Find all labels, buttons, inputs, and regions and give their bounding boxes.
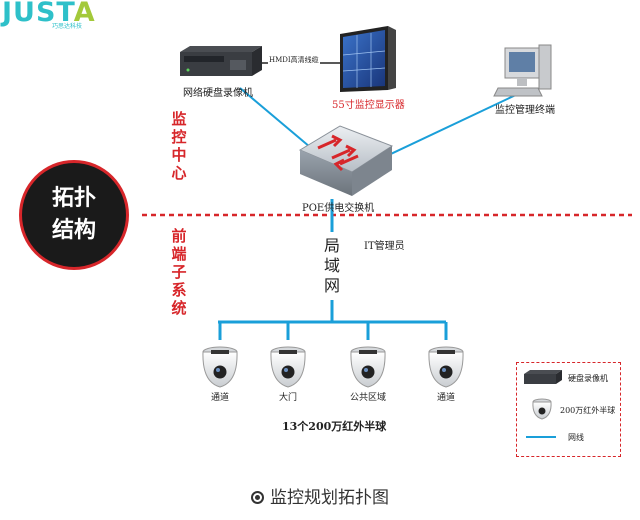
poe-switch-icon xyxy=(298,125,394,196)
section-label-control-center: 监控中心 xyxy=(171,110,187,182)
caption-text: 监控规划拓扑图 xyxy=(270,488,389,508)
legend-box xyxy=(516,362,621,457)
topology-badge: 拓扑 结构 xyxy=(22,163,126,267)
terminal-label: 监控管理终端 xyxy=(495,105,555,116)
hdmi-label: HMDI高清线缆 xyxy=(268,55,320,65)
legend-label-cable: 网线 xyxy=(568,433,584,442)
nvr-icon xyxy=(180,46,262,76)
switch-label: POE供电交换机 xyxy=(302,203,375,214)
camera-icon-3 xyxy=(350,346,386,388)
logo-accent-letter: A xyxy=(73,0,96,28)
cable-lines xyxy=(239,87,521,161)
cable-terminal-switch xyxy=(377,92,521,161)
legend-nvr-icon xyxy=(524,370,562,384)
camera-summary: 13个200万红外半球 xyxy=(282,420,387,433)
legend-label-nvr: 硬盘录像机 xyxy=(568,374,608,383)
it-admin-label: IT管理员 xyxy=(364,241,405,252)
legend-label-camera: 200万红外半球 xyxy=(560,406,616,415)
nvr-label: 网络硬盘录像机 xyxy=(183,88,253,99)
brand-logo: JUSTA xyxy=(2,0,96,28)
logo-tagline: 巧思达科技 xyxy=(52,23,83,30)
legend-camera-icon xyxy=(532,398,552,420)
camera-label-2: 大门 xyxy=(278,393,297,403)
camera-icon-2 xyxy=(270,346,306,388)
logo-text: JUST xyxy=(2,0,74,28)
badge-line-2: 结构 xyxy=(51,218,96,243)
section-label-frontend: 前端子系统 xyxy=(171,227,187,317)
camera-icon-4 xyxy=(428,346,464,388)
camera-label-4: 通道 xyxy=(436,393,455,403)
camera-label-3: 公共区域 xyxy=(349,393,386,403)
caption-bullet-icon xyxy=(251,491,264,504)
badge-line-1: 拓扑 xyxy=(51,186,96,211)
monitor-label: 55寸监控显示器 xyxy=(332,100,405,111)
camera-icon-1 xyxy=(202,346,238,388)
cable-nvr-switch xyxy=(239,87,311,148)
camera-label-1: 通道 xyxy=(210,393,229,403)
lan-label: 局域网 xyxy=(323,236,340,295)
lan-lines xyxy=(218,199,448,340)
terminal-pc-icon xyxy=(493,44,552,97)
figure-caption: 监控规划拓扑图 xyxy=(0,483,640,508)
monitor-icon xyxy=(340,26,396,92)
